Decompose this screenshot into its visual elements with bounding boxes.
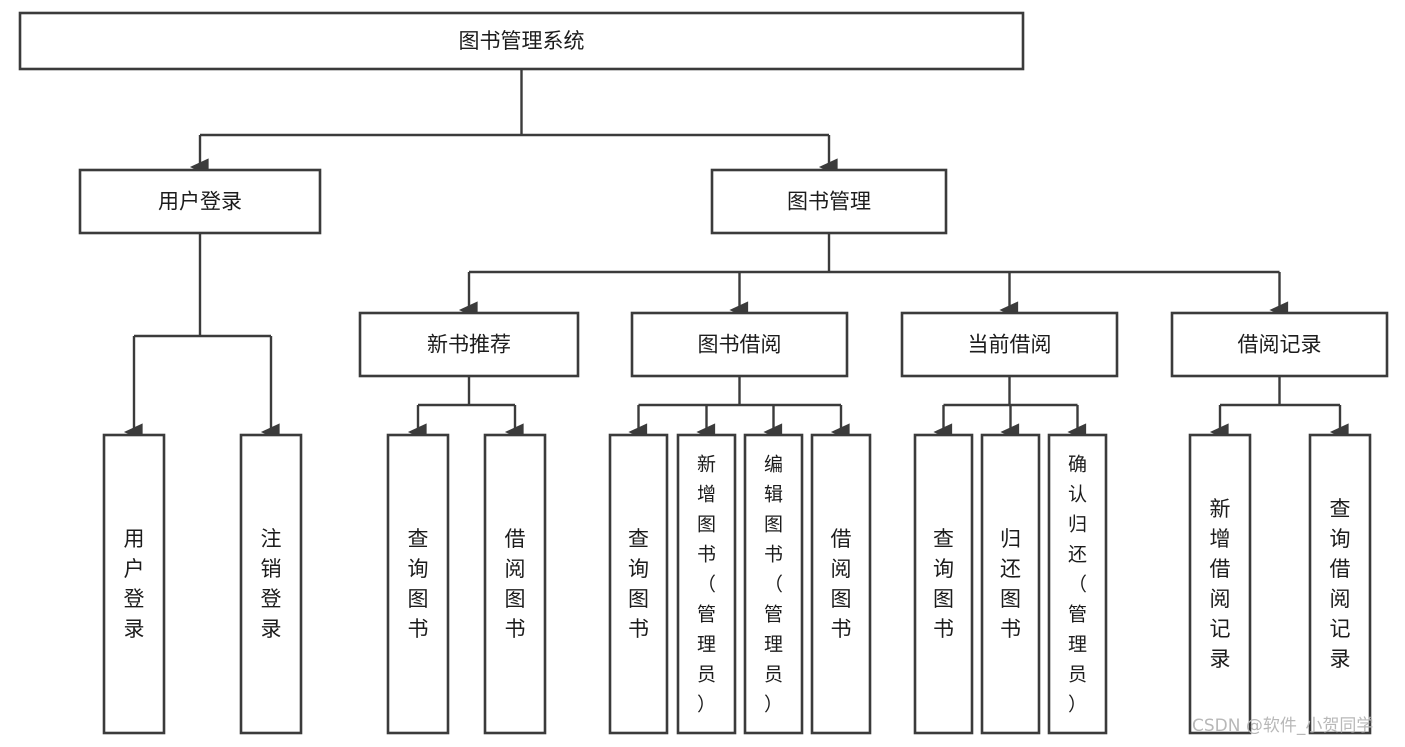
node-current-borrow[interactable]: 当前借阅 xyxy=(900,311,1119,378)
node-label-leaf-add-borrow-record: 新增借阅记录 xyxy=(1210,497,1231,671)
node-leaf-query-borrow-record[interactable]: 查询借阅记录 xyxy=(1308,433,1372,735)
node-user-login[interactable]: 用户登录 xyxy=(78,168,322,235)
node-leaf-edit-book-admin[interactable]: 编辑图书（管理员） xyxy=(743,433,804,735)
node-box-leaf-add-book-admin xyxy=(676,433,737,735)
node-leaf-borrow-book[interactable]: 借阅图书 xyxy=(810,433,872,735)
node-leaf-add-book-admin[interactable]: 新增图书（管理员） xyxy=(676,433,737,735)
node-borrow-records[interactable]: 借阅记录 xyxy=(1170,311,1389,378)
node-box-current-borrow xyxy=(900,311,1119,378)
node-box-root xyxy=(18,11,1025,71)
node-box-leaf-query-borrow-record xyxy=(1308,433,1372,735)
node-leaf-add-borrow-record[interactable]: 新增借阅记录 xyxy=(1188,433,1252,735)
node-box-leaf-query-books-recommend xyxy=(386,433,450,735)
node-root[interactable]: 图书管理系统 xyxy=(18,11,1025,71)
node-box-leaf-query-books-borrow xyxy=(608,433,669,735)
node-box-leaf-add-borrow-record xyxy=(1188,433,1252,735)
node-box-book-borrow xyxy=(630,311,849,378)
node-label-root: 图书管理系统 xyxy=(459,29,585,53)
node-box-leaf-logout xyxy=(239,433,303,735)
node-box-book-management xyxy=(710,168,948,235)
node-label-book-borrow: 图书借阅 xyxy=(698,333,782,357)
node-box-new-book-recommend xyxy=(358,311,580,378)
node-label-leaf-confirm-return-admin: 确认归还（管理员） xyxy=(1068,453,1087,715)
node-book-management[interactable]: 图书管理 xyxy=(710,168,948,235)
node-label-book-management: 图书管理 xyxy=(787,190,871,214)
node-box-borrow-records xyxy=(1170,311,1389,378)
connector-group xyxy=(123,69,1349,441)
node-label-leaf-logout: 注销登录 xyxy=(261,527,282,641)
node-leaf-borrow-books-recommend[interactable]: 借阅图书 xyxy=(483,433,547,735)
node-group: 图书管理系统用户登录图书管理新书推荐图书借阅当前借阅借阅记录用户登录注销登录查询… xyxy=(18,11,1389,735)
node-box-leaf-return-book xyxy=(980,433,1041,735)
node-label-leaf-query-books-recommend: 查询图书 xyxy=(408,527,429,641)
node-book-borrow[interactable]: 图书借阅 xyxy=(630,311,849,378)
node-leaf-query-books-borrow[interactable]: 查询图书 xyxy=(608,433,669,735)
node-label-leaf-query-borrow-record: 查询借阅记录 xyxy=(1330,497,1351,671)
node-new-book-recommend[interactable]: 新书推荐 xyxy=(358,311,580,378)
node-label-leaf-borrow-books-recommend: 借阅图书 xyxy=(505,527,526,641)
node-leaf-query-books-recommend[interactable]: 查询图书 xyxy=(386,433,450,735)
node-label-leaf-edit-book-admin: 编辑图书（管理员） xyxy=(764,453,783,715)
node-box-leaf-borrow-book xyxy=(810,433,872,735)
node-box-leaf-user-login xyxy=(102,433,166,735)
csdn-watermark: CSDN @软件_小贺同学 xyxy=(1192,716,1373,736)
node-leaf-logout[interactable]: 注销登录 xyxy=(239,433,303,735)
node-label-new-book-recommend: 新书推荐 xyxy=(427,333,511,357)
node-box-leaf-confirm-return-admin xyxy=(1047,433,1108,735)
node-box-user-login xyxy=(78,168,322,235)
node-box-leaf-edit-book-admin xyxy=(743,433,804,735)
node-label-current-borrow: 当前借阅 xyxy=(968,333,1052,357)
node-box-leaf-borrow-books-recommend xyxy=(483,433,547,735)
node-leaf-query-books-current[interactable]: 查询图书 xyxy=(913,433,974,735)
node-label-leaf-user-login: 用户登录 xyxy=(124,527,145,641)
node-leaf-user-login[interactable]: 用户登录 xyxy=(102,433,166,735)
node-label-user-login: 用户登录 xyxy=(158,190,242,214)
node-box-leaf-query-books-current xyxy=(913,433,974,735)
node-label-leaf-query-books-current: 查询图书 xyxy=(933,527,954,641)
node-label-leaf-borrow-book: 借阅图书 xyxy=(831,527,852,641)
node-leaf-return-book[interactable]: 归还图书 xyxy=(980,433,1041,735)
node-label-leaf-add-book-admin: 新增图书（管理员） xyxy=(697,453,716,715)
node-label-leaf-query-books-borrow: 查询图书 xyxy=(628,527,649,641)
node-leaf-confirm-return-admin[interactable]: 确认归还（管理员） xyxy=(1047,433,1108,735)
node-label-leaf-return-book: 归还图书 xyxy=(1000,527,1021,641)
node-label-borrow-records: 借阅记录 xyxy=(1238,333,1322,357)
